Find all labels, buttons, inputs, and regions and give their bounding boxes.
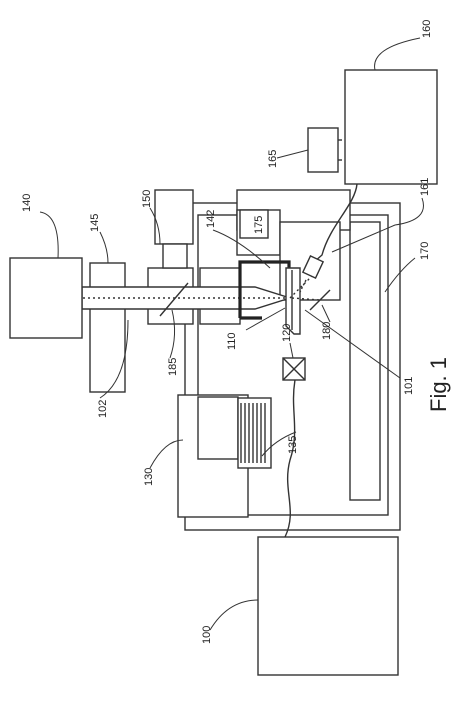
fiber-161 bbox=[313, 183, 358, 263]
fiber-head-161 bbox=[299, 254, 325, 293]
label-145: 145 bbox=[89, 214, 101, 232]
controller-box-100 bbox=[257, 536, 399, 676]
label-135: 135 bbox=[287, 436, 299, 454]
labels: 100 101 102 110 120 130 135 140 142 145 … bbox=[21, 20, 433, 644]
cable-120-100 bbox=[284, 379, 296, 538]
label-142: 142 bbox=[205, 210, 217, 228]
label-120: 120 bbox=[281, 324, 293, 342]
label-175: 175 bbox=[253, 216, 265, 234]
box-150-mount bbox=[162, 243, 188, 269]
box-175 bbox=[239, 209, 269, 239]
label-101: 101 bbox=[403, 377, 415, 395]
box-150 bbox=[154, 189, 194, 245]
box-165 bbox=[307, 127, 342, 173]
mirror-180 bbox=[309, 289, 331, 311]
label-170: 170 bbox=[419, 242, 431, 260]
beam-tube-102 bbox=[78, 286, 293, 310]
label-160: 160 bbox=[421, 20, 433, 38]
beam-path-a bbox=[289, 269, 319, 299]
element-box-120 bbox=[282, 357, 306, 381]
grating-135 bbox=[237, 397, 272, 469]
box-160 bbox=[344, 69, 438, 185]
sample-holder-110 bbox=[285, 267, 301, 335]
label-130: 130 bbox=[143, 468, 155, 486]
label-161: 161 bbox=[419, 178, 431, 196]
label-100: 100 bbox=[201, 626, 213, 644]
label-165: 165 bbox=[267, 150, 279, 168]
label-110: 110 bbox=[226, 332, 238, 350]
label-150: 150 bbox=[141, 190, 153, 208]
stage-130 bbox=[177, 394, 249, 518]
box-140 bbox=[9, 257, 83, 339]
label-140: 140 bbox=[21, 194, 33, 212]
label-185: 185 bbox=[167, 358, 179, 376]
figure-caption: Fig. 1 bbox=[426, 357, 451, 412]
mirror-185 bbox=[159, 282, 189, 317]
label-102: 102 bbox=[97, 400, 109, 418]
bracket-142 bbox=[238, 260, 291, 318]
leader-lines bbox=[39, 37, 424, 631]
label-180: 180 bbox=[321, 322, 333, 340]
